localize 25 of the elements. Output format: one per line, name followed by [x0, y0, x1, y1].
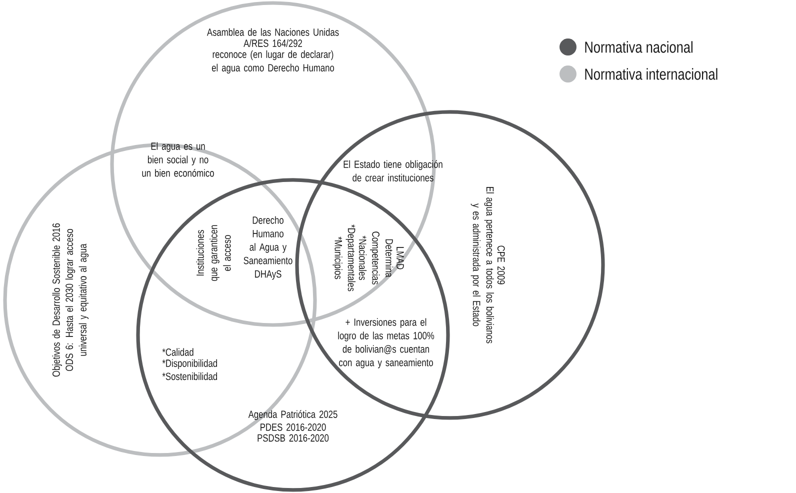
circle-text: ODS 6: Hasta el 2030 lograr acceso universal y equitativo al agua: [65, 229, 89, 371]
region-label: + Inversiones para el logro de las metas 100% de bolivian@s cuentan con agua y saneamiento: [338, 318, 434, 368]
circle-text: Objetivos de Desarrollo Sostenible 2016: [52, 223, 62, 377]
region-label: *Nacionales: [358, 236, 367, 280]
region-label: Derecho Humano al Agua y Saneamiento DHAyS: [244, 216, 292, 280]
circle-text: PSDSB 2016-2020: [258, 434, 329, 442]
circle-text: CPE 2009: [497, 246, 505, 284]
circle-text: PDES 2016-2020: [260, 423, 326, 431]
list-item: *Sostenibilidad: [162, 372, 218, 380]
circle-text: A/RES 164/292: [244, 39, 302, 47]
list-item: *Calidad: [162, 348, 194, 356]
list-item: *Disponibilidad: [162, 359, 218, 370]
region-label: Instituciones que garanticen el acceso: [196, 225, 231, 281]
region-label: El Estado tiene obligación de crear instituciones: [344, 160, 442, 182]
circle-text: reconoce (en lugar de declarar) el agua como Derecho Humano: [212, 50, 334, 74]
region-label: *Municipios: [332, 236, 342, 280]
region-label: *Departamentales: [346, 224, 356, 292]
legend-item: Normativa nacional: [560, 38, 692, 56]
region-label: El agua es un bien social y no un bien económico: [142, 142, 214, 177]
circle-text: El agua pertenece a todos los bolivianos y es administrada por el Estado: [470, 187, 494, 344]
legend-item: Normativa internacional: [560, 66, 718, 82]
region-label: LMAD: [396, 247, 404, 270]
circle-text: Agenda Patriótica 2025: [248, 410, 338, 420]
circle-text: Asamblea de las Naciones Unidas: [206, 28, 339, 36]
region-label: Determina Competencias: [370, 232, 394, 284]
